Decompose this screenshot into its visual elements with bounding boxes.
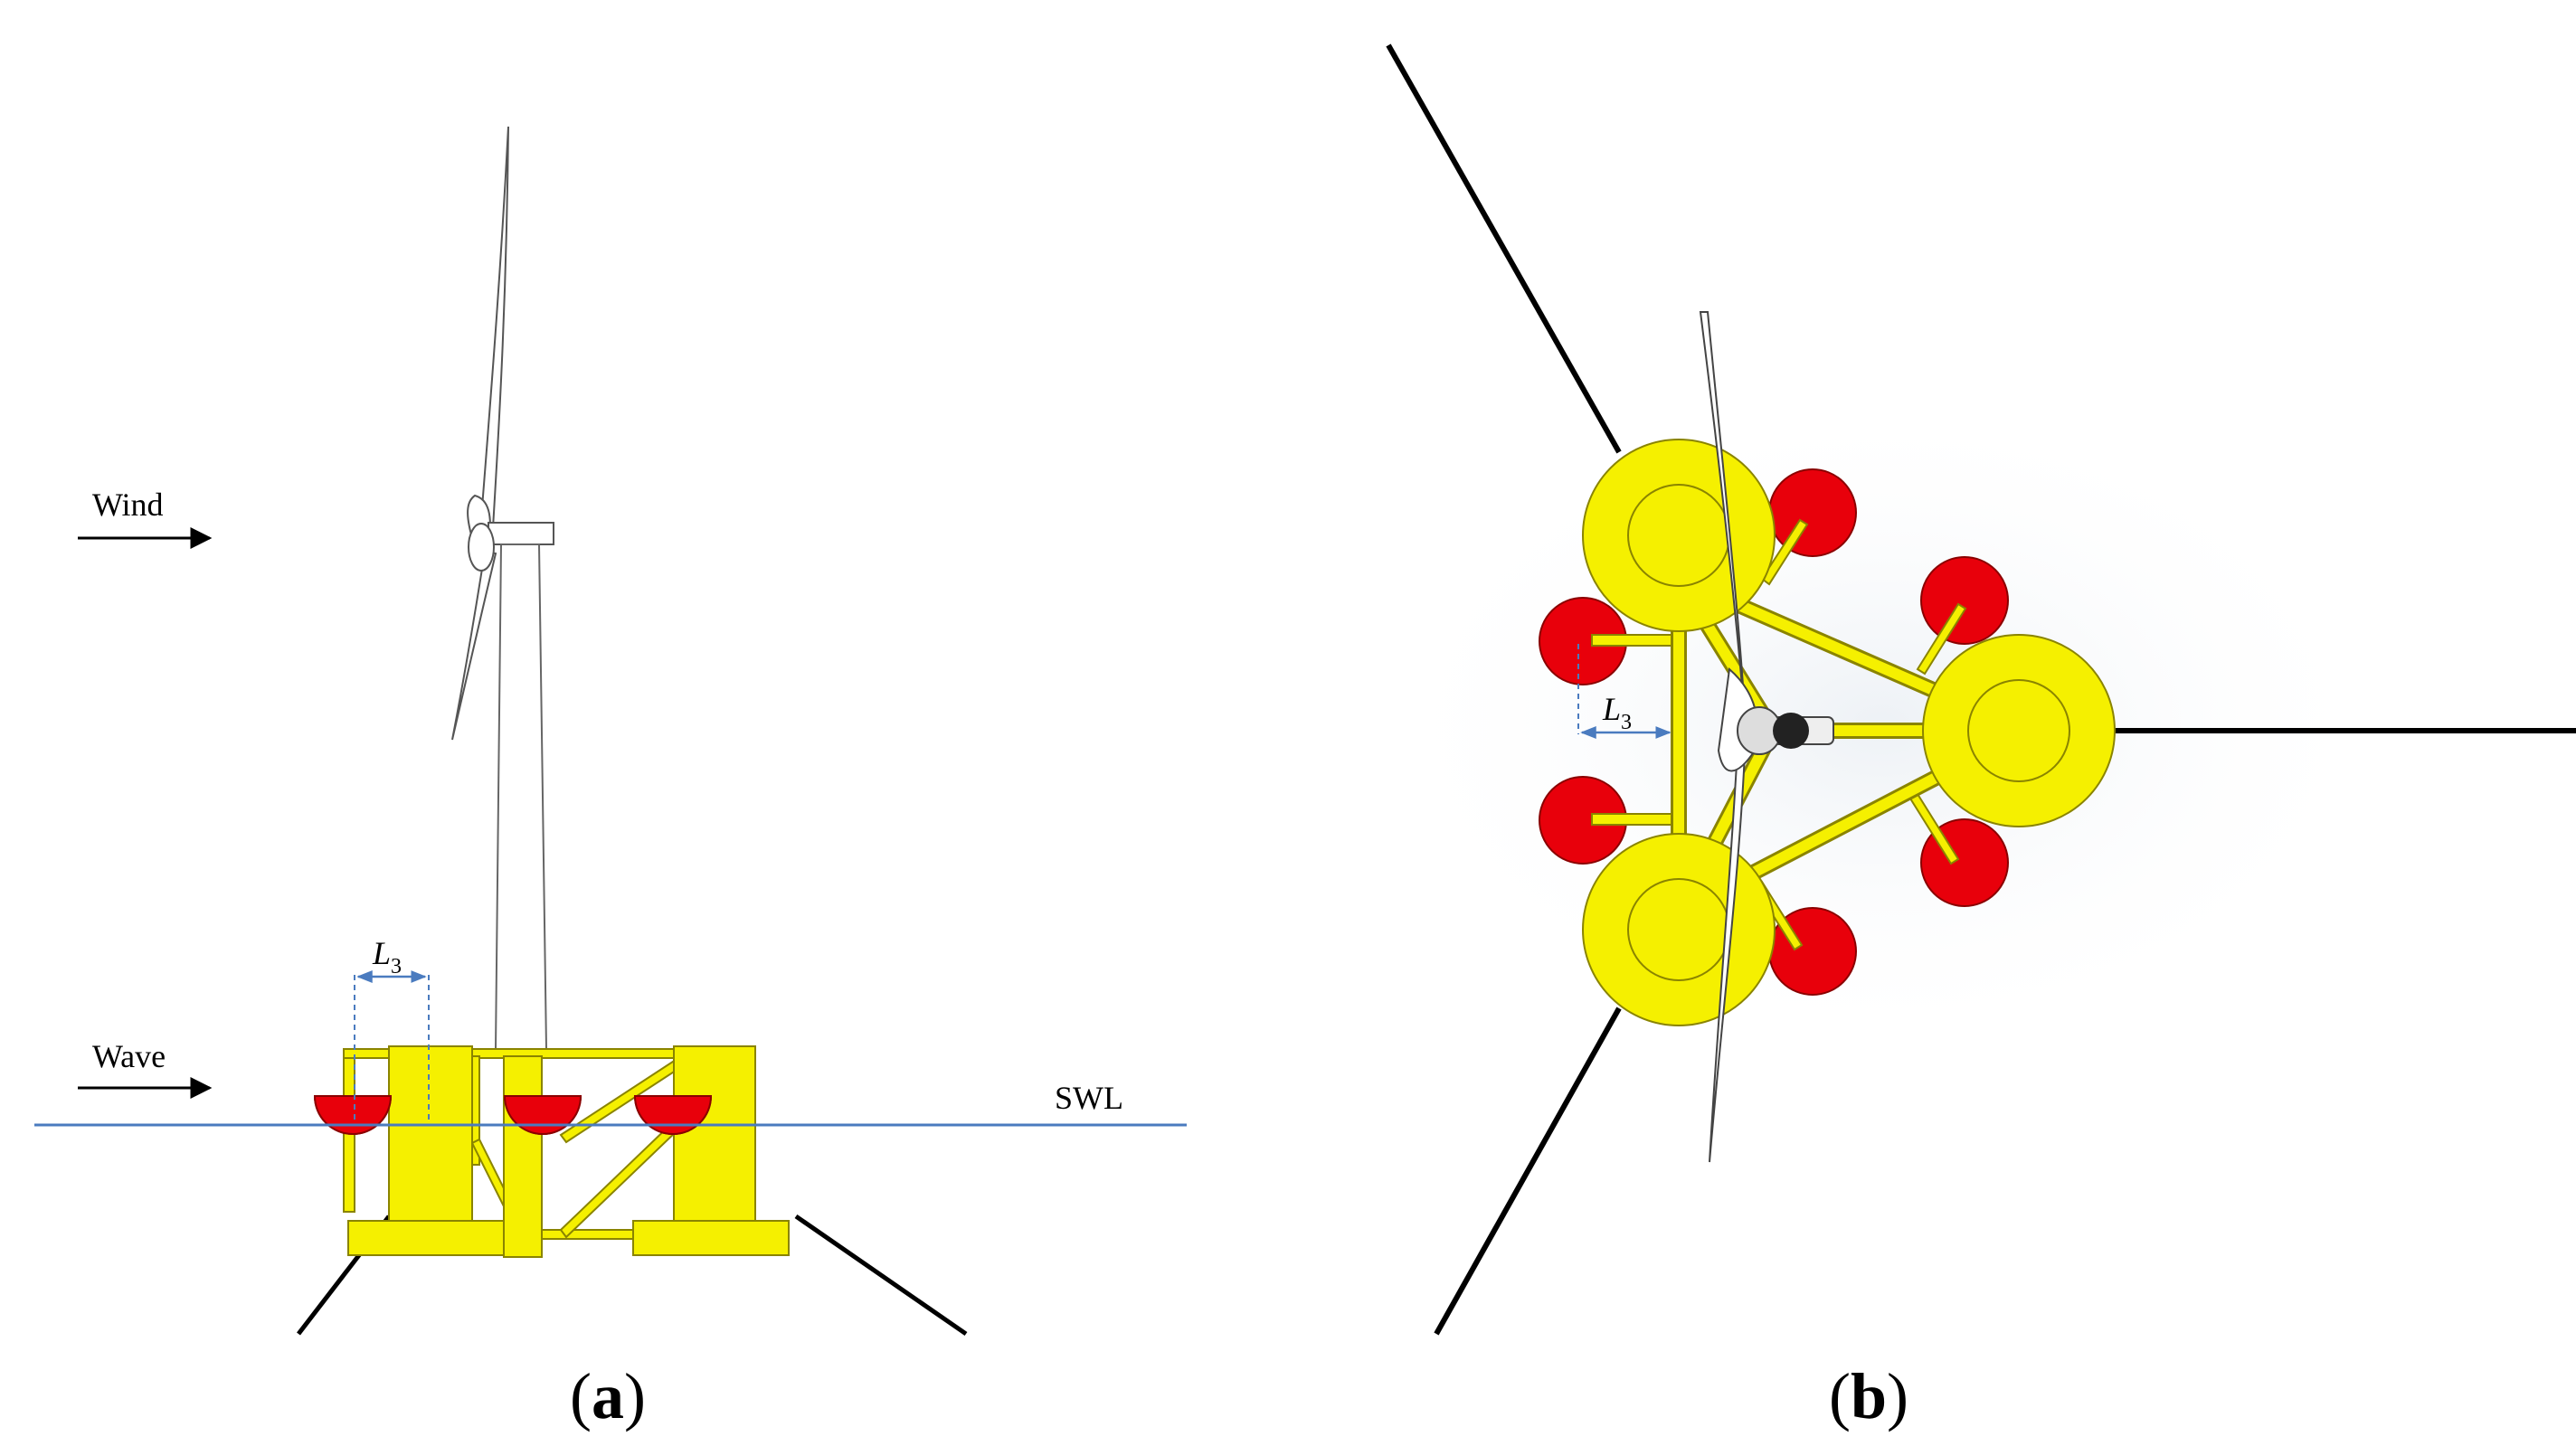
wind-label: Wind xyxy=(92,487,164,523)
l3-dimension-a xyxy=(354,970,430,1121)
center-column xyxy=(503,1055,543,1258)
tower xyxy=(494,543,548,1050)
wave-label: Wave xyxy=(92,1038,166,1074)
caption-b: (b) xyxy=(1829,1360,1908,1432)
l3-label-a: L3 xyxy=(372,935,402,978)
top-columns xyxy=(1582,439,2116,1026)
mooring-line-top-left xyxy=(1386,43,1622,454)
swl-label: SWL xyxy=(1055,1080,1123,1116)
caption-a: (a) xyxy=(570,1360,646,1432)
panel-b-top-view: L3 (b) xyxy=(1375,43,2576,1432)
panel-a-side-view: L3 Wind Wave SWL (a) xyxy=(34,126,1187,1432)
mooring-line-right xyxy=(794,1214,968,1337)
l3-label-b: L3 xyxy=(1602,691,1632,734)
right-column xyxy=(632,1045,790,1256)
mooring-line-bottom-left xyxy=(1434,1007,1622,1336)
nacelle xyxy=(488,522,554,545)
top-nacelle xyxy=(1737,706,1834,755)
hub xyxy=(468,523,495,572)
left-column xyxy=(347,1045,505,1256)
l3-dimension-b xyxy=(1577,644,1672,739)
